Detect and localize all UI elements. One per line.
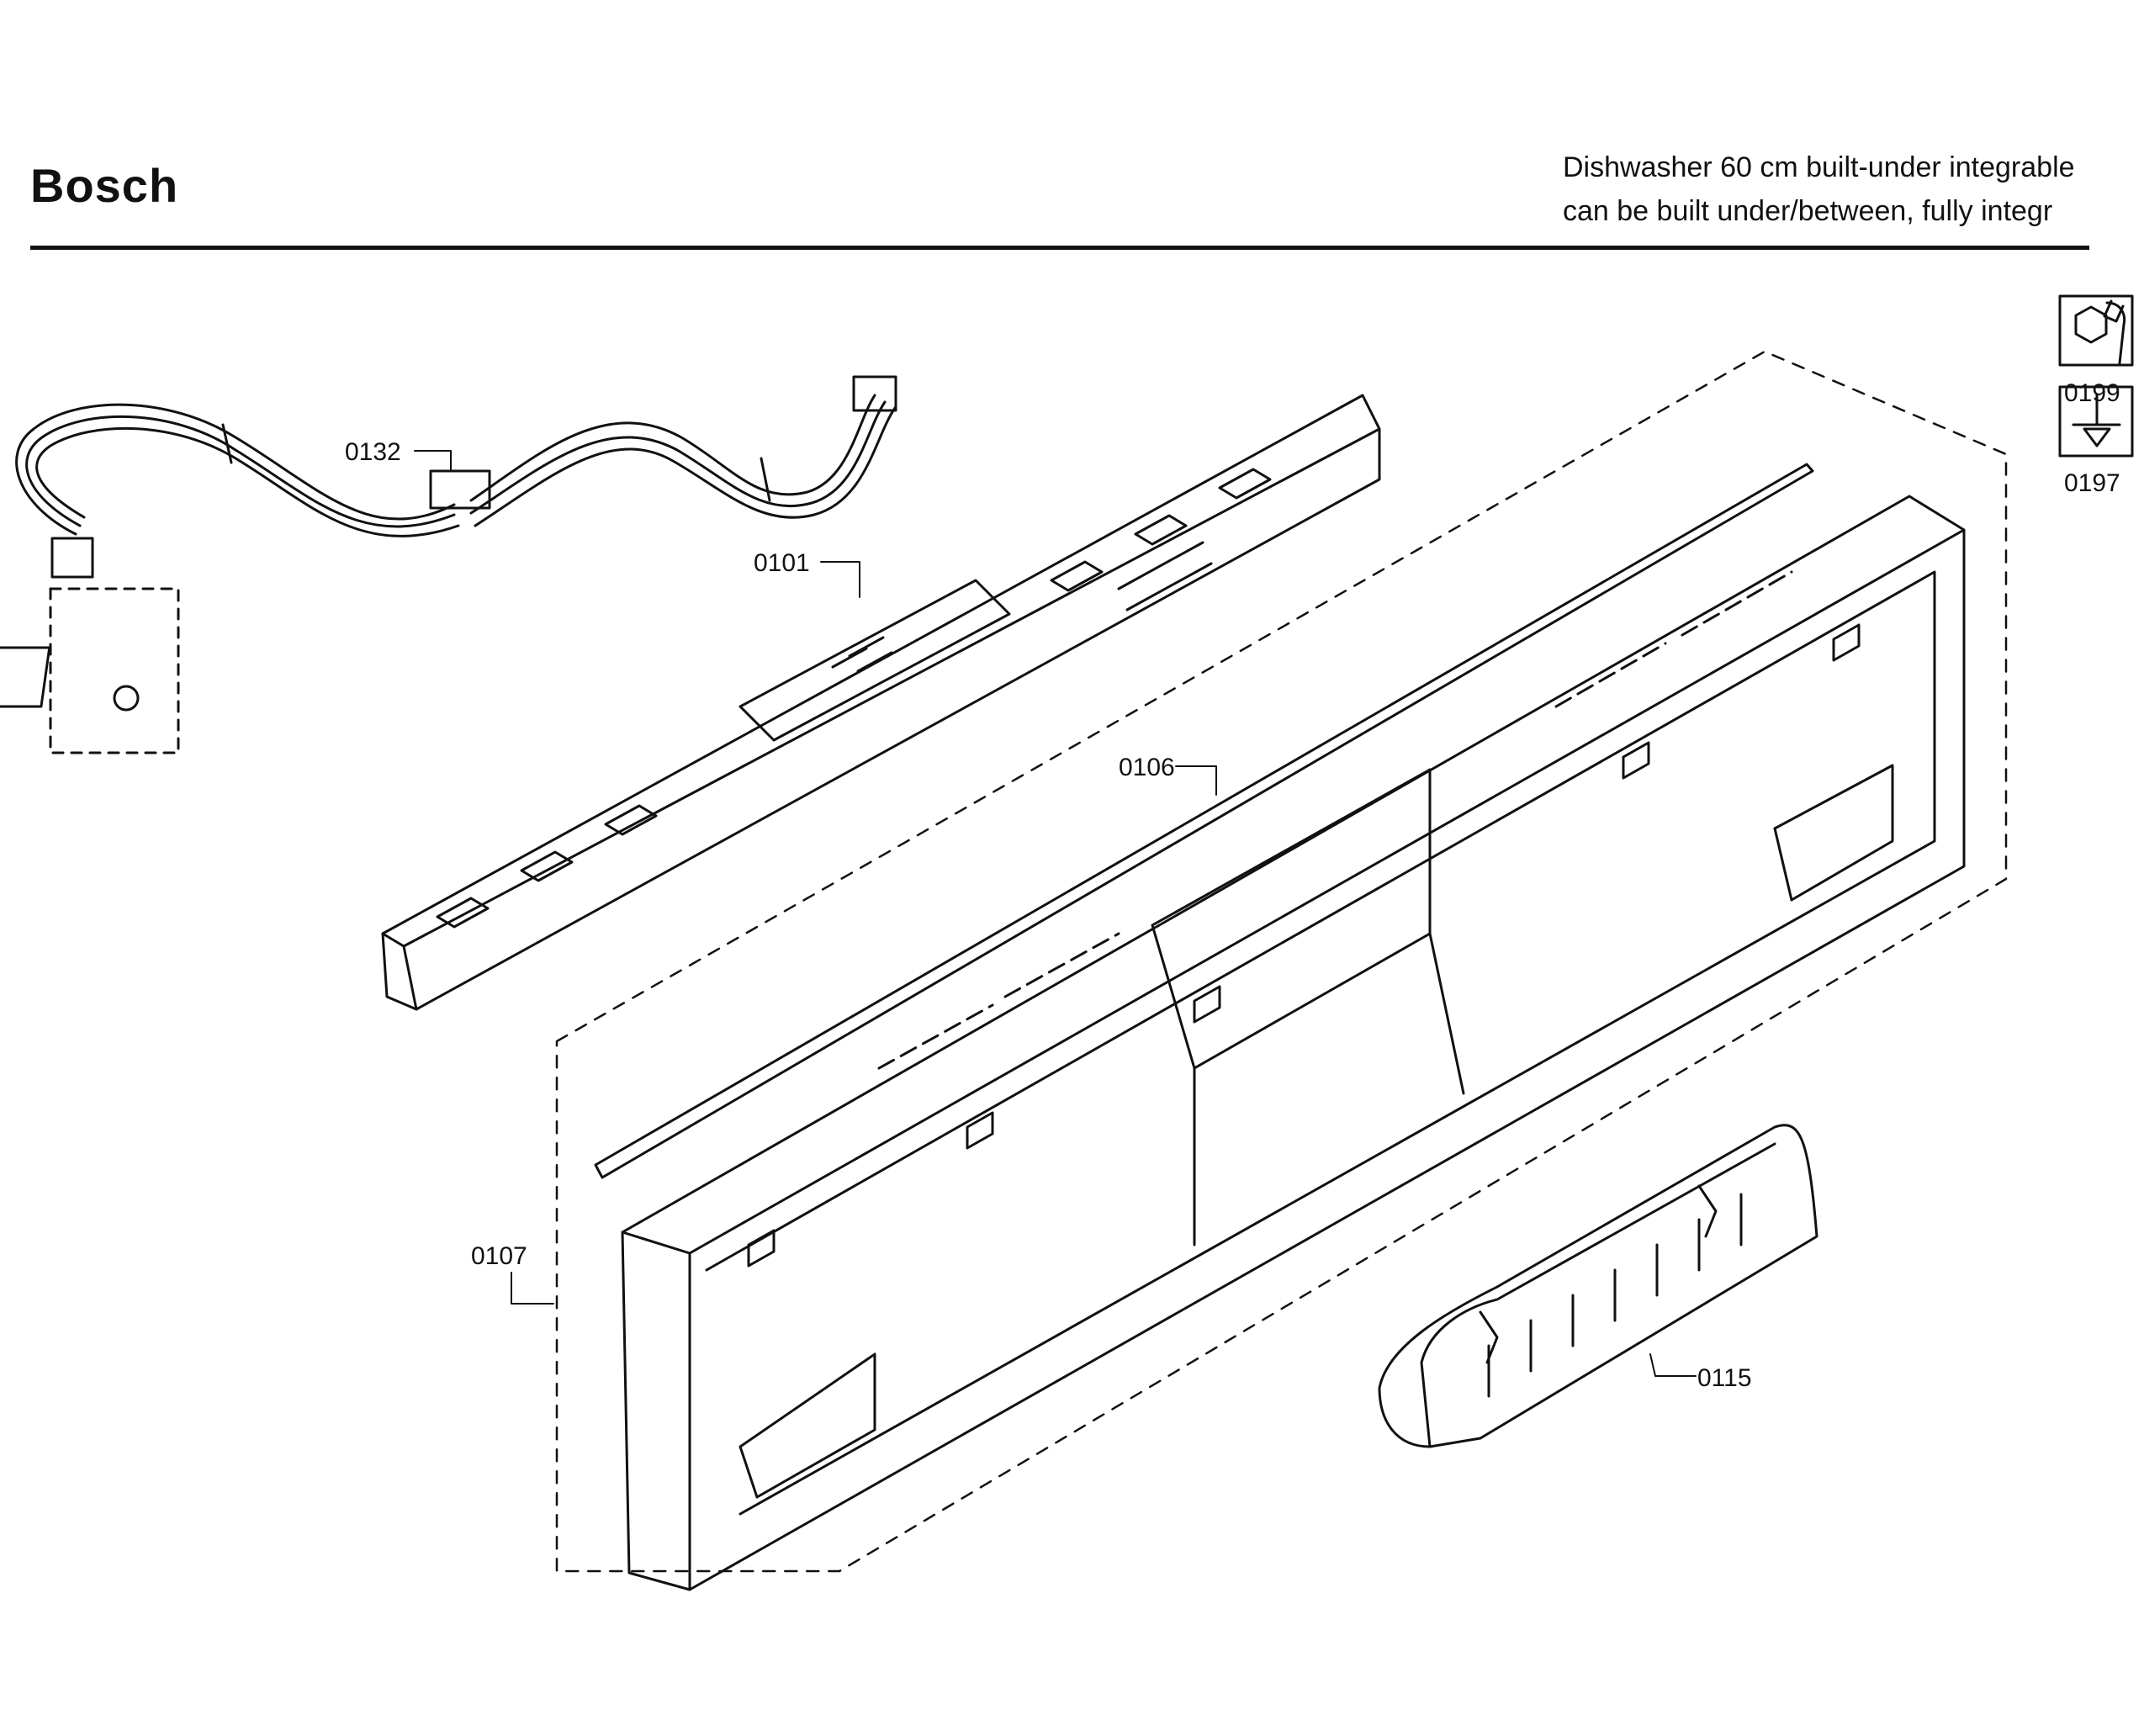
callout-leaders — [414, 450, 1697, 1377]
callout-0199: 0199 — [2064, 379, 2120, 407]
subtitle-line-2: can be built under/between, fully integr — [1563, 195, 2053, 227]
callout-0132: 0132 — [345, 438, 401, 466]
screwdriver-icon — [2058, 385, 2134, 458]
wire-harness-part — [15, 375, 897, 579]
cover-part — [1378, 1124, 1818, 1448]
callout-0115: 0115 — [1697, 1364, 1752, 1392]
callout-0107: 0107 — [471, 1242, 527, 1270]
inner-panel-part — [621, 495, 1966, 1591]
connector-inset — [0, 587, 180, 754]
callout-0101: 0101 — [754, 549, 810, 577]
control-module-part — [381, 394, 1381, 1011]
brand-title: Bosch — [30, 159, 179, 212]
subtitle-line-1: Dishwasher 60 cm built-under integrable — [1563, 151, 2075, 183]
panel-boundary-dashed — [555, 350, 2008, 1573]
callout-0106: 0106 — [1119, 754, 1175, 781]
header-rule — [30, 246, 2089, 250]
callout-0197: 0197 — [2064, 469, 2120, 497]
seal-strip-part — [594, 463, 1814, 1179]
wrench-nut-icon — [2058, 294, 2134, 367]
